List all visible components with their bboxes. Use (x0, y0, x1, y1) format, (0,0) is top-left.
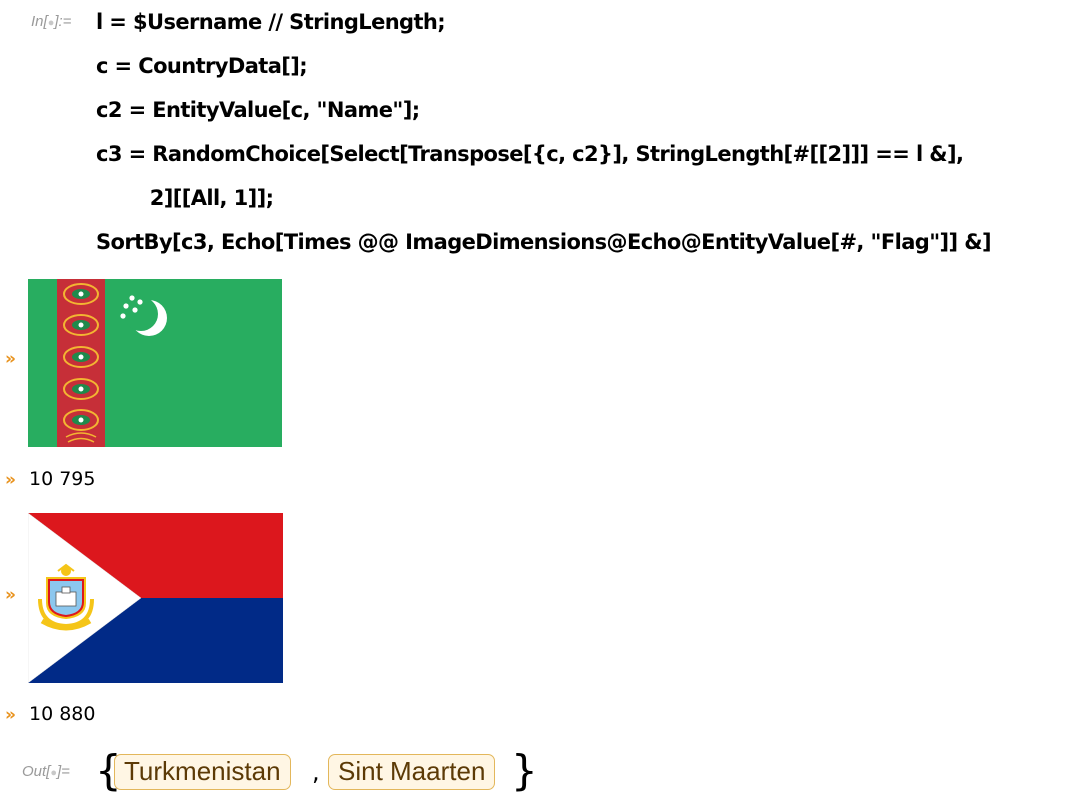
echo-marker-4: » (5, 705, 16, 725)
output-label-suffix: ]= (57, 763, 70, 780)
output-label-dot: ● (50, 767, 58, 779)
input-label: In[●]:= (31, 13, 71, 30)
code-line-3: c2 = EntityValue[c, "Name"]; (96, 98, 420, 122)
code-line-6: SortBy[c3, Echo[Times @@ ImageDimensions… (96, 230, 992, 254)
input-label-dot: ● (47, 17, 55, 29)
output-label-prefix: Out[ (22, 763, 51, 780)
close-brace: } (511, 746, 538, 795)
sint-maarten-flag-image (28, 513, 283, 683)
echo-dimensions-2: 10 880 (29, 703, 96, 725)
entity-turkmenistan[interactable]: Turkmenistan (114, 754, 291, 790)
echo-dimensions-1: 10 795 (29, 468, 96, 490)
output-label: Out[●]= (22, 763, 70, 780)
echo-marker-2: » (5, 470, 16, 490)
code-line-2: c = CountryData[]; (96, 54, 308, 78)
input-label-suffix: ]:= (54, 13, 72, 30)
echo-marker-3: » (5, 585, 16, 605)
code-line-4: c3 = RandomChoice[Select[Transpose[{c, c… (96, 142, 964, 166)
code-line-1: l = $Username // StringLength; (96, 10, 446, 34)
list-separator: , (312, 758, 320, 786)
entity-sint-maarten[interactable]: Sint Maarten (328, 754, 496, 790)
echo-marker-1: » (5, 349, 16, 369)
input-label-prefix: In[ (31, 13, 48, 30)
turkmenistan-flag-image (28, 279, 282, 447)
code-line-5: 2][[All, 1]]; (96, 186, 274, 210)
